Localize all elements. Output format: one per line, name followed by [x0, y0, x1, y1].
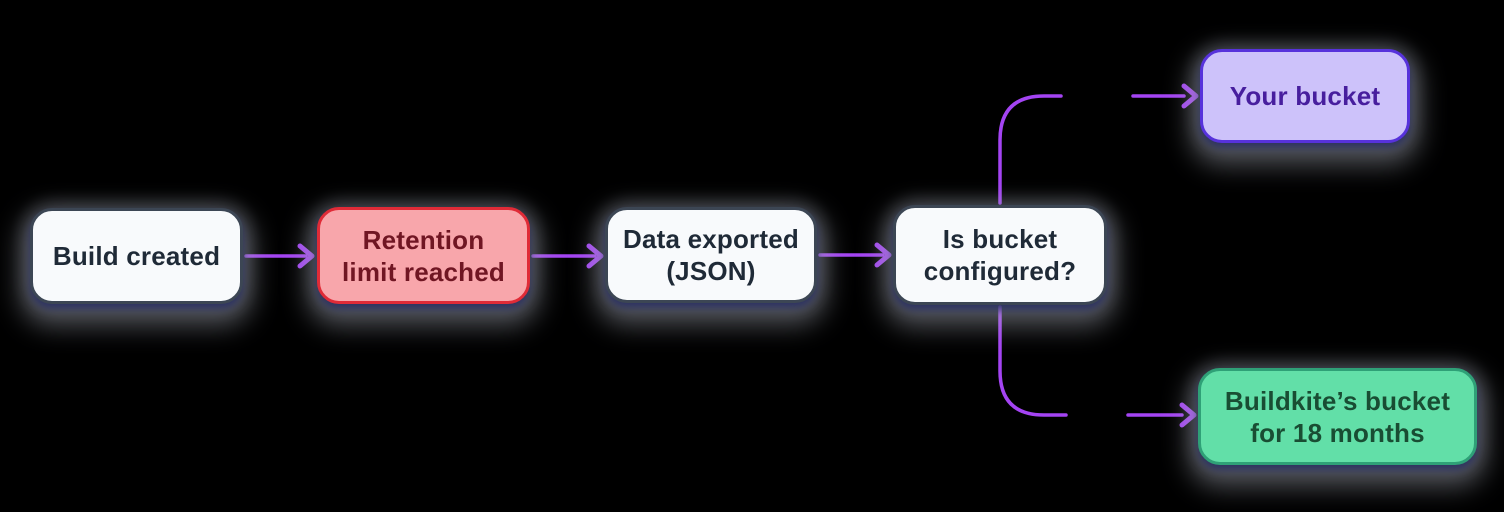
edge-question-to-buildkite-bucket: [998, 305, 1197, 428]
node-label: Build created: [52, 241, 221, 271]
edge-question-to-your-bucket: [998, 83, 1199, 205]
node-is-bucket-configured: Is bucket configured?: [893, 205, 1107, 305]
node-your-bucket: Your bucket: [1200, 49, 1410, 143]
node-buildkites-bucket: Buildkite’s bucket for 18 months: [1198, 368, 1477, 465]
node-data-exported-json: Data exported (JSON): [605, 207, 817, 303]
node-label: Your bucket: [1229, 81, 1381, 111]
node-label-line1: Data exported: [623, 224, 799, 254]
node-label-line2: limit reached: [342, 256, 505, 287]
node-label-line1: Buildkite’s bucket: [1224, 385, 1451, 416]
node-label-line1: Is bucket: [942, 224, 1058, 254]
node-build-created: Build created: [30, 208, 243, 304]
edge-export-to-question: [818, 242, 892, 268]
node-label-line2: for 18 months: [1250, 417, 1425, 448]
node-label-line2: (JSON): [666, 256, 756, 286]
edge-retention-to-export: [531, 243, 604, 269]
node-retention-limit-reached: Retention limit reached: [317, 207, 530, 304]
edge-build-to-retention: [244, 243, 315, 269]
node-label-line1: Retention: [362, 224, 485, 255]
node-label-line2: configured?: [923, 256, 1077, 286]
